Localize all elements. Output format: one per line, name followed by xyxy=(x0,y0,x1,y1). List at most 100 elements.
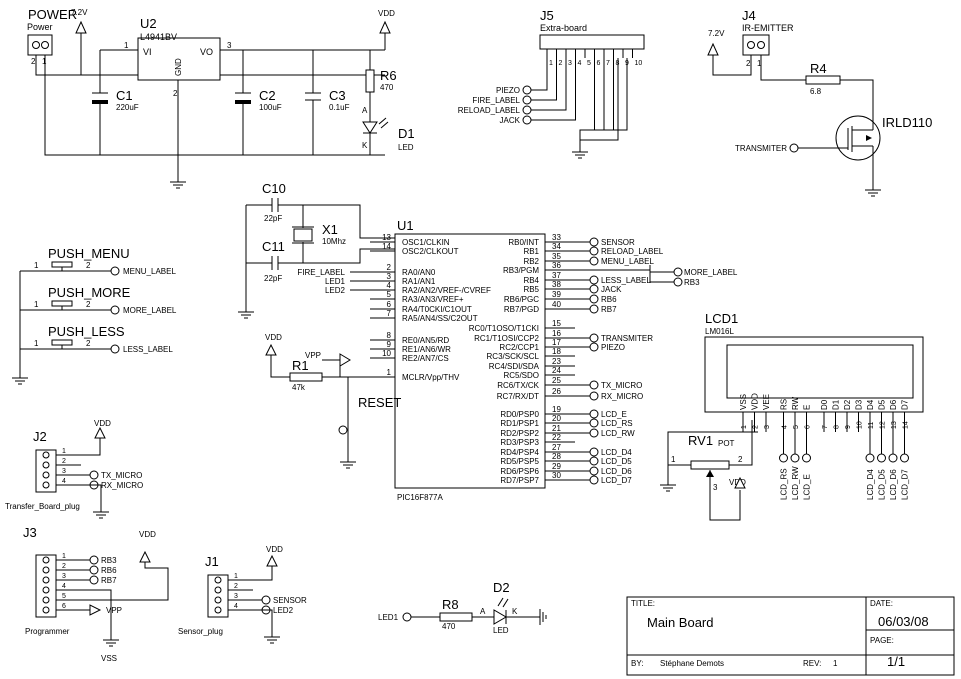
u2-vi: VI xyxy=(143,47,152,57)
button-push_less-ref: PUSH_LESS xyxy=(48,324,125,339)
u2-vo: VO xyxy=(200,47,213,57)
lcd-net-lcd_e: LCD_E xyxy=(803,474,812,500)
d1-ref: D1 xyxy=(398,126,415,141)
u1-net-lcd_d4: LCD_D4 xyxy=(601,448,632,457)
c11-val: 22pF xyxy=(264,274,282,283)
u1-lcd_rw-port xyxy=(589,428,599,438)
u1-pin-33: 33 xyxy=(552,233,561,242)
lcd-pin-name-d0: D0 xyxy=(820,399,829,410)
j5-net-fire_label: FIRE_LABEL xyxy=(472,96,520,105)
j2-pins-pin-4: 4 xyxy=(62,478,66,485)
q1-mosfet xyxy=(835,115,881,161)
u1-pin-23: 23 xyxy=(552,357,561,366)
tb-by-label: BY: xyxy=(631,659,643,668)
lcd-pin-num-10: 10 xyxy=(857,421,864,429)
rv1-section: RV1 POT 1 2 3 VDD xyxy=(660,420,758,521)
j1-pins-pin-1: 1 xyxy=(234,573,238,580)
u1-pin-10: 10 xyxy=(382,349,391,358)
button-push_menu-port xyxy=(110,266,120,276)
r8-val: 470 xyxy=(442,622,456,631)
u1-net-lcd_d6: LCD_D6 xyxy=(601,467,632,476)
j2-pins-tx_micro-port xyxy=(89,470,99,480)
j5-pin-label-3: 3 xyxy=(568,60,572,67)
d2-a: A xyxy=(480,607,486,616)
lcd-section: LCD1 LM016L VSS1VDD2VEE3RS4RW5E6D07D18D2… xyxy=(704,311,924,500)
u1-piezo-port xyxy=(589,342,599,352)
u1-net-less_label: LESS_LABEL xyxy=(601,276,651,285)
c1-val: 220uF xyxy=(116,103,139,112)
title-block: TITLE: Main Board DATE: 06/03/08 PAGE: 1… xyxy=(626,596,955,676)
j2-vdd-arrow xyxy=(94,426,106,439)
r1-resistor xyxy=(289,372,323,382)
button-push_menu-net: MENU_LABEL xyxy=(123,267,176,276)
lcd-pin-name-d1: D1 xyxy=(832,399,841,410)
j5-pin-label-1: 1 xyxy=(549,60,553,67)
lcd-lcd_rw-port xyxy=(790,453,800,463)
j5-jack-port xyxy=(522,115,532,125)
c10-val: 22pF xyxy=(264,214,282,223)
u1-transmiter-port xyxy=(589,333,599,343)
u1-net-reload_label: RELOAD_LABEL xyxy=(601,247,664,256)
r4-resistor xyxy=(805,75,841,85)
d1-k: K xyxy=(362,141,368,150)
c1-ref: C1 xyxy=(116,88,133,103)
u1-net-led2: LED2 xyxy=(325,286,346,295)
ground-symbol xyxy=(170,181,186,189)
d1-led xyxy=(362,121,378,134)
u1-menu_label-port xyxy=(589,256,599,266)
x1-crystal xyxy=(293,228,313,242)
lcd-pin-name-d5: D5 xyxy=(878,399,887,410)
u1-pin-3: 3 xyxy=(387,272,392,281)
j5-net-reload_label: RELOAD_LABEL xyxy=(458,106,521,115)
u1-pin-24: 24 xyxy=(552,366,561,375)
c3-ref: C3 xyxy=(329,88,346,103)
lcd-net-lcd_d7: LCD_D7 xyxy=(901,469,910,500)
u1-pin-7: 7 xyxy=(387,309,392,318)
j5-ref: J5 xyxy=(540,8,554,23)
j3-vpp-arrow xyxy=(89,604,102,616)
u2-pin3: 3 xyxy=(227,41,232,50)
u1-pinname-22: RD3/PSP3 xyxy=(500,438,539,447)
lcd-pin-num-8: 8 xyxy=(834,425,841,429)
u1-pin-6: 6 xyxy=(387,300,392,309)
d2-ref: D2 xyxy=(493,580,510,595)
tb-rev-label: REV: xyxy=(803,659,821,668)
j3-pins-pin-2: 2 xyxy=(62,563,66,570)
j3-pins-pin-5: 5 xyxy=(62,593,66,600)
u1-pin-16: 16 xyxy=(552,329,561,338)
u1-pin-27: 27 xyxy=(552,443,561,452)
j5-pin-label-6: 6 xyxy=(597,60,601,67)
vdd-arrow-top xyxy=(379,20,391,34)
u1-pin-36: 36 xyxy=(552,261,561,270)
u1-pin-17: 17 xyxy=(552,338,561,347)
j4-pin-1: 1 xyxy=(757,59,762,68)
u1-pinname-14: OSC2/CLKOUT xyxy=(402,247,459,256)
lcd-pin-num-13: 13 xyxy=(891,421,898,429)
lcd-lcd_d5-port xyxy=(877,453,886,463)
u1-pin-19: 19 xyxy=(552,405,561,414)
tb-author: Stéphane Demots xyxy=(660,659,724,668)
button-push_menu-p1: 1 xyxy=(34,261,39,270)
j2-pins-pin-3: 3 xyxy=(62,468,66,475)
u1-pinname-4: RA2/AN2/VREF-/CVREF xyxy=(402,286,491,295)
u1-less_label-port xyxy=(589,275,599,285)
rv1-ref: RV1 xyxy=(688,433,713,448)
power-connector-ref: POWER xyxy=(28,7,77,22)
u2-gnd: GND xyxy=(174,58,183,76)
u1-pin-18: 18 xyxy=(552,347,561,356)
lcd-pin-num-14: 14 xyxy=(903,421,910,429)
tb-date: 06/03/08 xyxy=(878,614,929,629)
lcd-net-lcd_d5: LCD_D5 xyxy=(878,469,887,500)
u1-pinname-40: RB7/PGD xyxy=(504,305,539,314)
j4-ref: J4 xyxy=(742,8,756,23)
d1-a: A xyxy=(362,106,368,115)
j4-72v-arrow xyxy=(707,42,719,56)
j1-name: Sensor_plug xyxy=(178,627,223,636)
j5-body xyxy=(539,34,645,50)
r8-net: LED1 xyxy=(378,613,399,622)
j1-body xyxy=(207,574,229,618)
c2-val: 100uF xyxy=(259,103,282,112)
